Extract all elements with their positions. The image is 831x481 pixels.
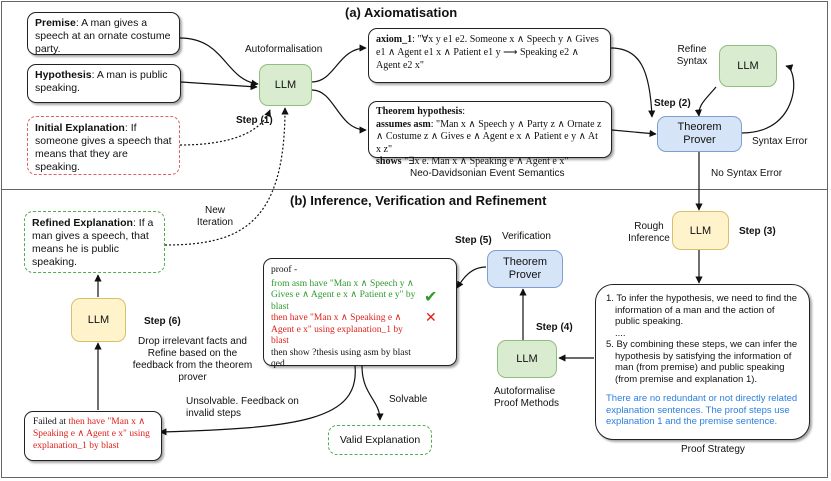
initial-explanation-label: Initial Explanation bbox=[35, 122, 125, 134]
cross-icon: ✕ bbox=[425, 310, 437, 326]
prover-verify-line1: Theorem bbox=[502, 256, 548, 268]
axiom-label: axiom_1 bbox=[376, 34, 413, 45]
step-4-label: Step (4) bbox=[536, 322, 573, 333]
section-b-title: (b) Inference, Verification and Refineme… bbox=[290, 193, 547, 208]
autoformalise-proof-label: Autoformalise Proof Methods bbox=[494, 386, 560, 409]
proof-line-3: then show ?thesis using asm by blast bbox=[271, 347, 411, 358]
solvable-label: Solvable bbox=[389, 394, 428, 405]
step-6-label: Step (6) bbox=[144, 316, 181, 327]
strategy-item-1: 1. To infer the hypothesis, we need to f… bbox=[606, 293, 798, 327]
step-1-label: Step (1) bbox=[236, 115, 273, 126]
prover-top-line2: Prover bbox=[683, 134, 716, 146]
proof-line-2: then have "Man x ∧ Speaking e ∧ Agent e … bbox=[271, 313, 403, 346]
section-a-title: (a) Axiomatisation bbox=[345, 5, 458, 20]
hypothesis-label: Hypothesis bbox=[35, 69, 92, 81]
prover-top-line1: Theorem bbox=[677, 121, 722, 133]
premise-box: Premise: A man gives a speech at an orna… bbox=[27, 12, 180, 55]
llm-rough-inference: LLM bbox=[672, 211, 729, 250]
unsolvable-label: Unsolvable. Feedback on invalid steps bbox=[186, 396, 299, 419]
strategy-note: There are no redundant or not directly r… bbox=[606, 393, 798, 427]
proof-line-4: qed bbox=[271, 359, 285, 369]
neo-davidsonian-label: Neo-Davidsonian Event Semantics bbox=[410, 168, 565, 179]
no-syntax-error-label: No Syntax Error bbox=[711, 168, 783, 179]
proof-strategy-box: 1. To infer the hypothesis, we need to f… bbox=[595, 284, 810, 440]
premise-text: : A man gives a speech at an ornate cost… bbox=[35, 17, 171, 55]
axiom-text: : "∀x y e1 e2. Someone x ∧ Speech y ∧ Gi… bbox=[376, 34, 599, 71]
premise-label: Premise bbox=[35, 17, 76, 29]
theorem-assumes-keyword: assumes asm bbox=[376, 118, 431, 130]
prover-verify-line2: Prover bbox=[508, 269, 542, 281]
theorem-assumes-text: : "Man x ∧ Speech y ∧ Party z ∧ Ornate z… bbox=[376, 118, 602, 155]
refine-syntax-label: Refine Syntax bbox=[676, 44, 708, 67]
failed-step: then have "Man x ∧ Speaking e ∧ Agent e … bbox=[33, 417, 150, 451]
proof-header: proof - bbox=[271, 265, 298, 275]
rough-inference-label: Rough Inference bbox=[628, 221, 670, 244]
refined-explanation-text: : If a man gives a speech, that means he… bbox=[32, 217, 154, 268]
failed-box: Failed at then have "Man x ∧ Speaking e … bbox=[24, 411, 162, 461]
step-2-label: Step (2) bbox=[654, 98, 691, 109]
theorem-shows-text: "∃x e. Man x ∧ Speaking e ∧ Agent e x" bbox=[401, 156, 569, 167]
strategy-dots: .... bbox=[615, 327, 626, 339]
llm-autoformalise-proof: LLM bbox=[497, 340, 557, 378]
hypothesis-text: : A man is public speaking. bbox=[35, 69, 168, 94]
autoformalisation-label: Autoformalisation bbox=[245, 44, 323, 55]
theorem-prover-top: Theorem Prover bbox=[657, 116, 742, 152]
theorem-label: Theorem hypothesis bbox=[376, 106, 463, 117]
llm-autoformalise: LLM bbox=[259, 64, 312, 106]
new-iteration-label: New Iteration bbox=[196, 205, 234, 228]
theorem-prover-verify: Theorem Prover bbox=[487, 250, 563, 288]
proof-line-1: from asm have "Man x ∧ Speech y ∧ Gives … bbox=[271, 278, 416, 312]
refined-explanation-label: Refined Explanation bbox=[32, 217, 133, 229]
strategy-item-5: 5. By combining these steps, we can infe… bbox=[606, 339, 798, 385]
valid-explanation-label: Valid Explanation bbox=[339, 433, 421, 446]
llm-refine: LLM bbox=[71, 298, 126, 342]
section-divider bbox=[1, 189, 828, 190]
check-icon: ✔ bbox=[424, 287, 438, 306]
step-3-label: Step (3) bbox=[739, 226, 776, 237]
proof-strategy-label: Proof Strategy bbox=[681, 444, 745, 455]
failed-prefix: Failed at bbox=[33, 417, 69, 427]
hypothesis-box: Hypothesis: A man is public speaking. bbox=[27, 64, 181, 103]
verification-label: Verification bbox=[502, 231, 551, 242]
valid-explanation-box: Valid Explanation bbox=[328, 425, 432, 455]
proof-box: proof - from asm have "Man x ∧ Speech y … bbox=[263, 258, 457, 369]
step-5-label: Step (5) bbox=[455, 235, 492, 246]
syntax-error-label: Syntax Error bbox=[752, 136, 808, 147]
initial-explanation-box: Initial Explanation: If someone gives a … bbox=[27, 116, 180, 175]
axiom-box: axiom_1: "∀x y e1 e2. Someone x ∧ Speech… bbox=[368, 28, 611, 83]
drop-refine-label: Drop irrelevant facts and Refine based o… bbox=[132, 336, 253, 383]
llm-refine-syntax: LLM bbox=[719, 45, 777, 87]
theorem-shows-keyword: shows bbox=[376, 156, 402, 167]
refined-explanation-box: Refined Explanation: If a man gives a sp… bbox=[24, 211, 165, 273]
theorem-box: Theorem hypothesis: assumes asm: "Man x … bbox=[368, 101, 612, 167]
initial-explanation-text: : If someone gives a speech that means t… bbox=[35, 122, 172, 173]
